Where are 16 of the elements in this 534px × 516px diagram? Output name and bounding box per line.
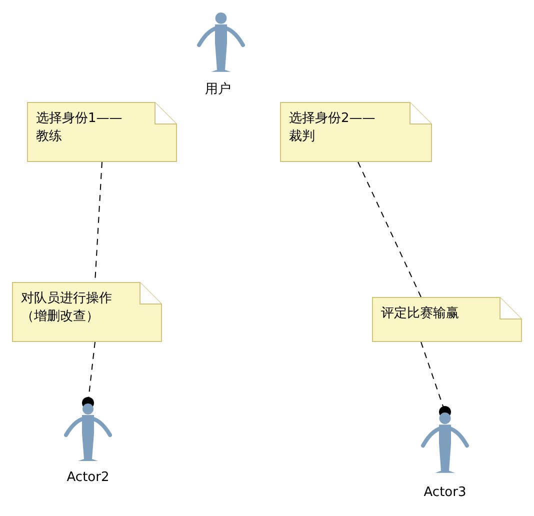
dashed-connector [82, 342, 96, 409]
actor-name: 用户 [205, 81, 231, 98]
note-text: 评定比赛输赢 [381, 305, 460, 323]
note-text: 选择身份1——教练 [36, 110, 124, 146]
note-box [280, 102, 432, 162]
note-box [372, 297, 522, 342]
actor-name: Actor3 [424, 485, 466, 500]
actor-name: Actor2 [66, 470, 110, 485]
dashed-connector [358, 162, 422, 298]
actor-figure [197, 12, 245, 74]
actor-figure [421, 412, 469, 475]
note-text: 对队员进行操作（增删改查） [21, 290, 113, 326]
note-text: 选择身份2——裁判 [289, 110, 376, 146]
note-box [27, 102, 177, 162]
note-box [12, 282, 162, 342]
actor-figure [64, 403, 112, 463]
